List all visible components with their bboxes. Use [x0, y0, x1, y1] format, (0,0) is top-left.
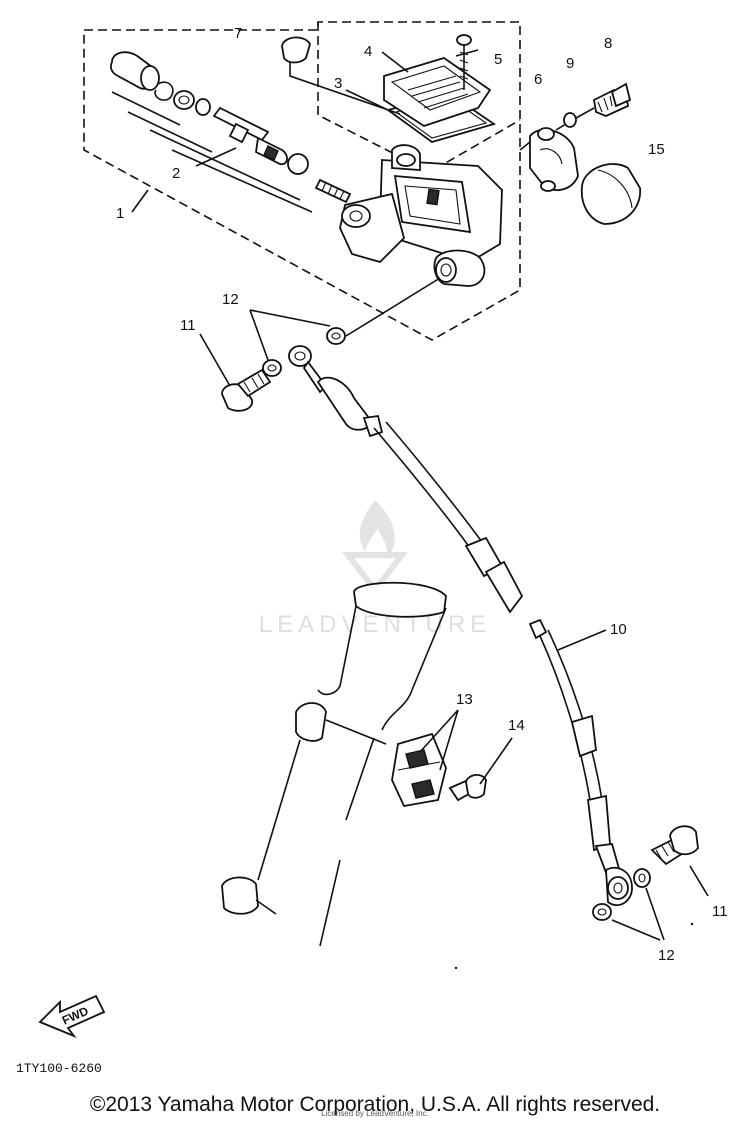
piston-kit	[110, 51, 352, 204]
license-credit: Licensed by LeadVenture, Inc.	[321, 1109, 429, 1118]
washer-12-d	[592, 903, 612, 921]
leader-11-lower	[689, 865, 709, 897]
callout-14: 14	[508, 717, 525, 734]
callout-3: 3	[334, 75, 342, 92]
lever-cover-15	[580, 163, 641, 225]
washer-9	[563, 112, 577, 128]
copyright-notice: ©2013 Yamaha Motor Corporation, U.S.A. A…	[89, 1093, 661, 1116]
callout-11-upper: 11	[180, 317, 196, 334]
leader-lines-top	[455, 49, 595, 151]
reservoir-cap-set	[383, 57, 497, 143]
leader-3	[345, 89, 389, 111]
callout-12-lower: 12	[658, 947, 675, 964]
callout-13: 13	[456, 691, 473, 708]
watermark-text: LEADVENTURE	[259, 611, 491, 638]
callout-4: 4	[364, 43, 372, 60]
holder-6	[529, 127, 579, 192]
callout-15: 15	[648, 141, 665, 158]
leader-4	[381, 51, 409, 73]
leader-13	[419, 709, 459, 771]
callout-6: 6	[534, 71, 542, 88]
union-bolt-11-upper	[221, 368, 272, 412]
leader-12-upper	[249, 277, 441, 361]
dust-cap-7	[281, 36, 401, 115]
watermark-chevron-icon	[341, 552, 409, 595]
callout-12-upper: 12	[222, 291, 239, 308]
screw-5	[456, 34, 472, 90]
callout-11-lower: 11	[712, 903, 728, 920]
leader-1	[131, 189, 149, 213]
bolt-8	[593, 82, 632, 117]
watermark: LEADVENTURE	[259, 500, 491, 638]
master-cylinder-body	[339, 144, 503, 287]
leader-14	[479, 737, 513, 785]
washer-12-a	[262, 359, 282, 377]
bolt-14	[448, 774, 487, 802]
watermark-flame-icon	[359, 500, 395, 560]
callout-10: 10	[610, 621, 627, 638]
brake-hose-10	[288, 345, 633, 907]
hose-guide-13	[391, 732, 447, 808]
piston-kit-guide	[111, 91, 313, 213]
callout-1: 1	[116, 205, 124, 222]
callout-2: 2	[172, 165, 180, 182]
leader-10	[557, 629, 607, 651]
front-fork-outline	[221, 581, 447, 947]
washer-12-b	[326, 327, 346, 345]
drawing-code: 1TY100-6260	[16, 1061, 102, 1076]
union-bolt-11-lower	[650, 825, 699, 866]
reservoir-kit-boundary	[317, 22, 521, 173]
callout-9: 9	[566, 55, 574, 72]
callout-8: 8	[604, 35, 612, 52]
callout-7: 7	[234, 25, 242, 42]
washer-12-c	[633, 868, 651, 888]
leader-2	[195, 147, 237, 167]
assembly-boundary-outline	[83, 21, 521, 341]
callout-5: 5	[494, 51, 502, 68]
fwd-arrow-icon: FWD	[38, 994, 106, 1039]
leader-12-lower	[611, 887, 665, 941]
